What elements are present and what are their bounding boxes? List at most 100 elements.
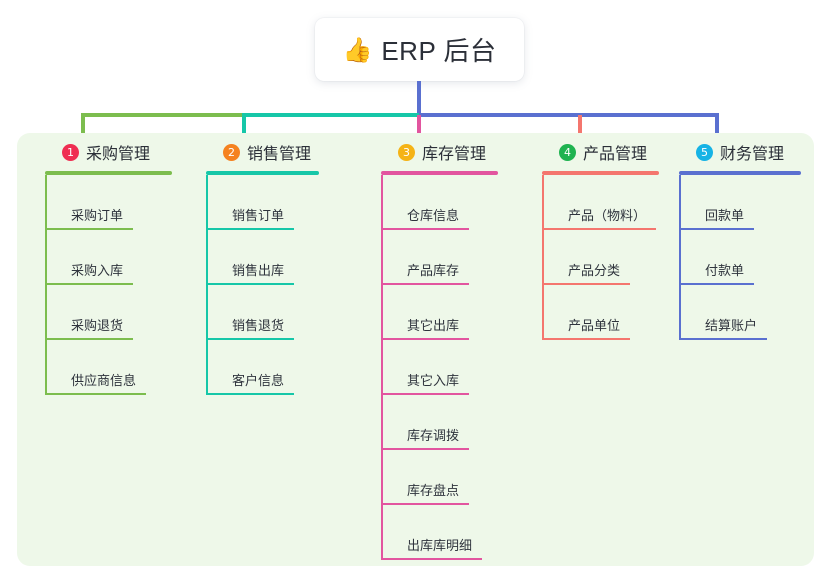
branch-item[interactable]: 销售出库 [206,230,363,285]
branch-item-label: 产品（物料） [568,208,647,223]
branch-index-badge: 5 [696,143,713,161]
branch-item[interactable]: 出库库明细 [381,505,538,560]
branch-item-underline [542,228,656,230]
branch-item[interactable]: 结算账户 [679,285,836,340]
branch-underline [381,171,498,175]
branch-item-underline [381,283,469,285]
branch-title: 采购管理 [86,146,151,163]
branch-item[interactable]: 库存调拨 [381,395,538,450]
branch-item[interactable]: 销售退货 [206,285,363,340]
branch-item-label: 结算账户 [705,318,758,333]
branch-item-label: 供应商信息 [71,373,137,388]
branch-item[interactable]: 采购退货 [45,285,202,340]
branch-item-underline [679,228,754,230]
branch-index-badge: 2 [223,143,240,161]
branch-item-underline [381,393,469,395]
branch-item-underline [381,338,469,340]
branch-index-badge: 1 [62,143,79,161]
branch-item-label: 销售订单 [232,208,285,223]
branch-item-label: 产品库存 [407,263,460,278]
branch-item[interactable]: 库存盘点 [381,450,538,505]
branch-column: 1 采购管理采购订单采购入库采购退货供应商信息 [39,133,202,395]
branch-item-label: 仓库信息 [407,208,460,223]
branch-title: 库存管理 [422,146,487,163]
branch-item-label: 其它入库 [407,373,460,388]
branch-item-underline [381,448,469,450]
root-node-title: ERP 后台 [381,36,497,66]
branch-header[interactable]: 1 采购管理 [39,133,202,171]
branch-item[interactable]: 产品库存 [381,230,538,285]
branch-column: 5 财务管理回款单付款单结算账户 [673,133,836,340]
branch-item-underline [381,228,469,230]
branch-column: 4 产品管理产品（物料） 产品分类产品单位 [536,133,699,340]
branch-item-underline [381,558,482,560]
branch-spine [206,175,208,395]
branch-header[interactable]: 2 销售管理 [200,133,363,171]
branch-item-underline [679,283,754,285]
branch-item-label: 采购退货 [71,318,124,333]
branch-item[interactable]: 产品（物料） [542,175,699,230]
branch-spine [381,175,383,560]
branch-column: 2 销售管理销售订单销售出库销售退货客户信息 [200,133,363,395]
root-stem [417,81,421,115]
branch-item[interactable]: 其它入库 [381,340,538,395]
branch-spine [542,175,544,340]
branch-index-badge: 4 [559,143,576,161]
branch-item[interactable]: 产品分类 [542,230,699,285]
branch-item-label: 销售退货 [232,318,285,333]
branch-item[interactable]: 客户信息 [206,340,363,395]
branch-item-underline [45,228,133,230]
branch-item[interactable]: 付款单 [679,230,836,285]
branch-index-badge: 3 [398,143,415,161]
branch-underline [45,171,172,175]
trunk-segment-1 [81,113,244,117]
trunk-segment-2 [244,113,419,117]
branch-item-label: 采购订单 [71,208,124,223]
branch-item-label: 其它出库 [407,318,460,333]
branch-item[interactable]: 回款单 [679,175,836,230]
branch-item[interactable]: 其它出库 [381,285,538,340]
branch-item-list: 产品（物料） 产品分类产品单位 [542,175,699,340]
branch-title: 财务管理 [720,146,785,163]
root-node[interactable]: 👍 ERP 后台 [315,18,524,81]
branch-item-label: 客户信息 [232,373,285,388]
branch-item[interactable]: 销售订单 [206,175,363,230]
branch-item[interactable]: 采购入库 [45,230,202,285]
branch-item-label: 产品单位 [568,318,621,333]
branch-underline [206,171,319,175]
branch-header[interactable]: 3 库存管理 [375,133,538,171]
branch-item-underline [206,393,294,395]
branch-item-underline [206,338,294,340]
branch-header[interactable]: 4 产品管理 [536,133,699,171]
branch-item-label: 库存调拨 [407,428,460,443]
branch-underline [679,171,801,175]
branch-item-underline [206,283,294,285]
branch-item-label: 出库库明细 [407,538,473,553]
branch-item-underline [45,338,133,340]
branch-spine [45,175,47,395]
branch-item-label: 付款单 [705,263,745,278]
branch-item-underline [542,338,630,340]
branch-title: 产品管理 [583,146,648,163]
branch-title: 销售管理 [247,146,312,163]
branch-item-underline [542,283,630,285]
branch-item-underline [679,338,767,340]
branches-panel [17,133,814,566]
branch-item[interactable]: 采购订单 [45,175,202,230]
branch-item-label: 回款单 [705,208,745,223]
thumbs-up-icon: 👍 [342,36,373,64]
branch-spine [679,175,681,340]
branch-item-list: 销售订单销售出库销售退货客户信息 [206,175,363,395]
branch-item[interactable]: 仓库信息 [381,175,538,230]
trunk-segment-3 [419,113,719,117]
branch-column: 3 库存管理仓库信息产品库存其它出库其它入库库存调拨库存盘点出库库明细 [375,133,538,560]
branch-item[interactable]: 产品单位 [542,285,699,340]
branch-item[interactable]: 供应商信息 [45,340,202,395]
branch-item-label: 采购入库 [71,263,124,278]
branch-item-label: 库存盘点 [407,483,460,498]
branch-header[interactable]: 5 财务管理 [673,133,836,171]
branch-item-list: 采购订单采购入库采购退货供应商信息 [45,175,202,395]
branch-item-underline [206,228,294,230]
branch-underline [542,171,659,175]
